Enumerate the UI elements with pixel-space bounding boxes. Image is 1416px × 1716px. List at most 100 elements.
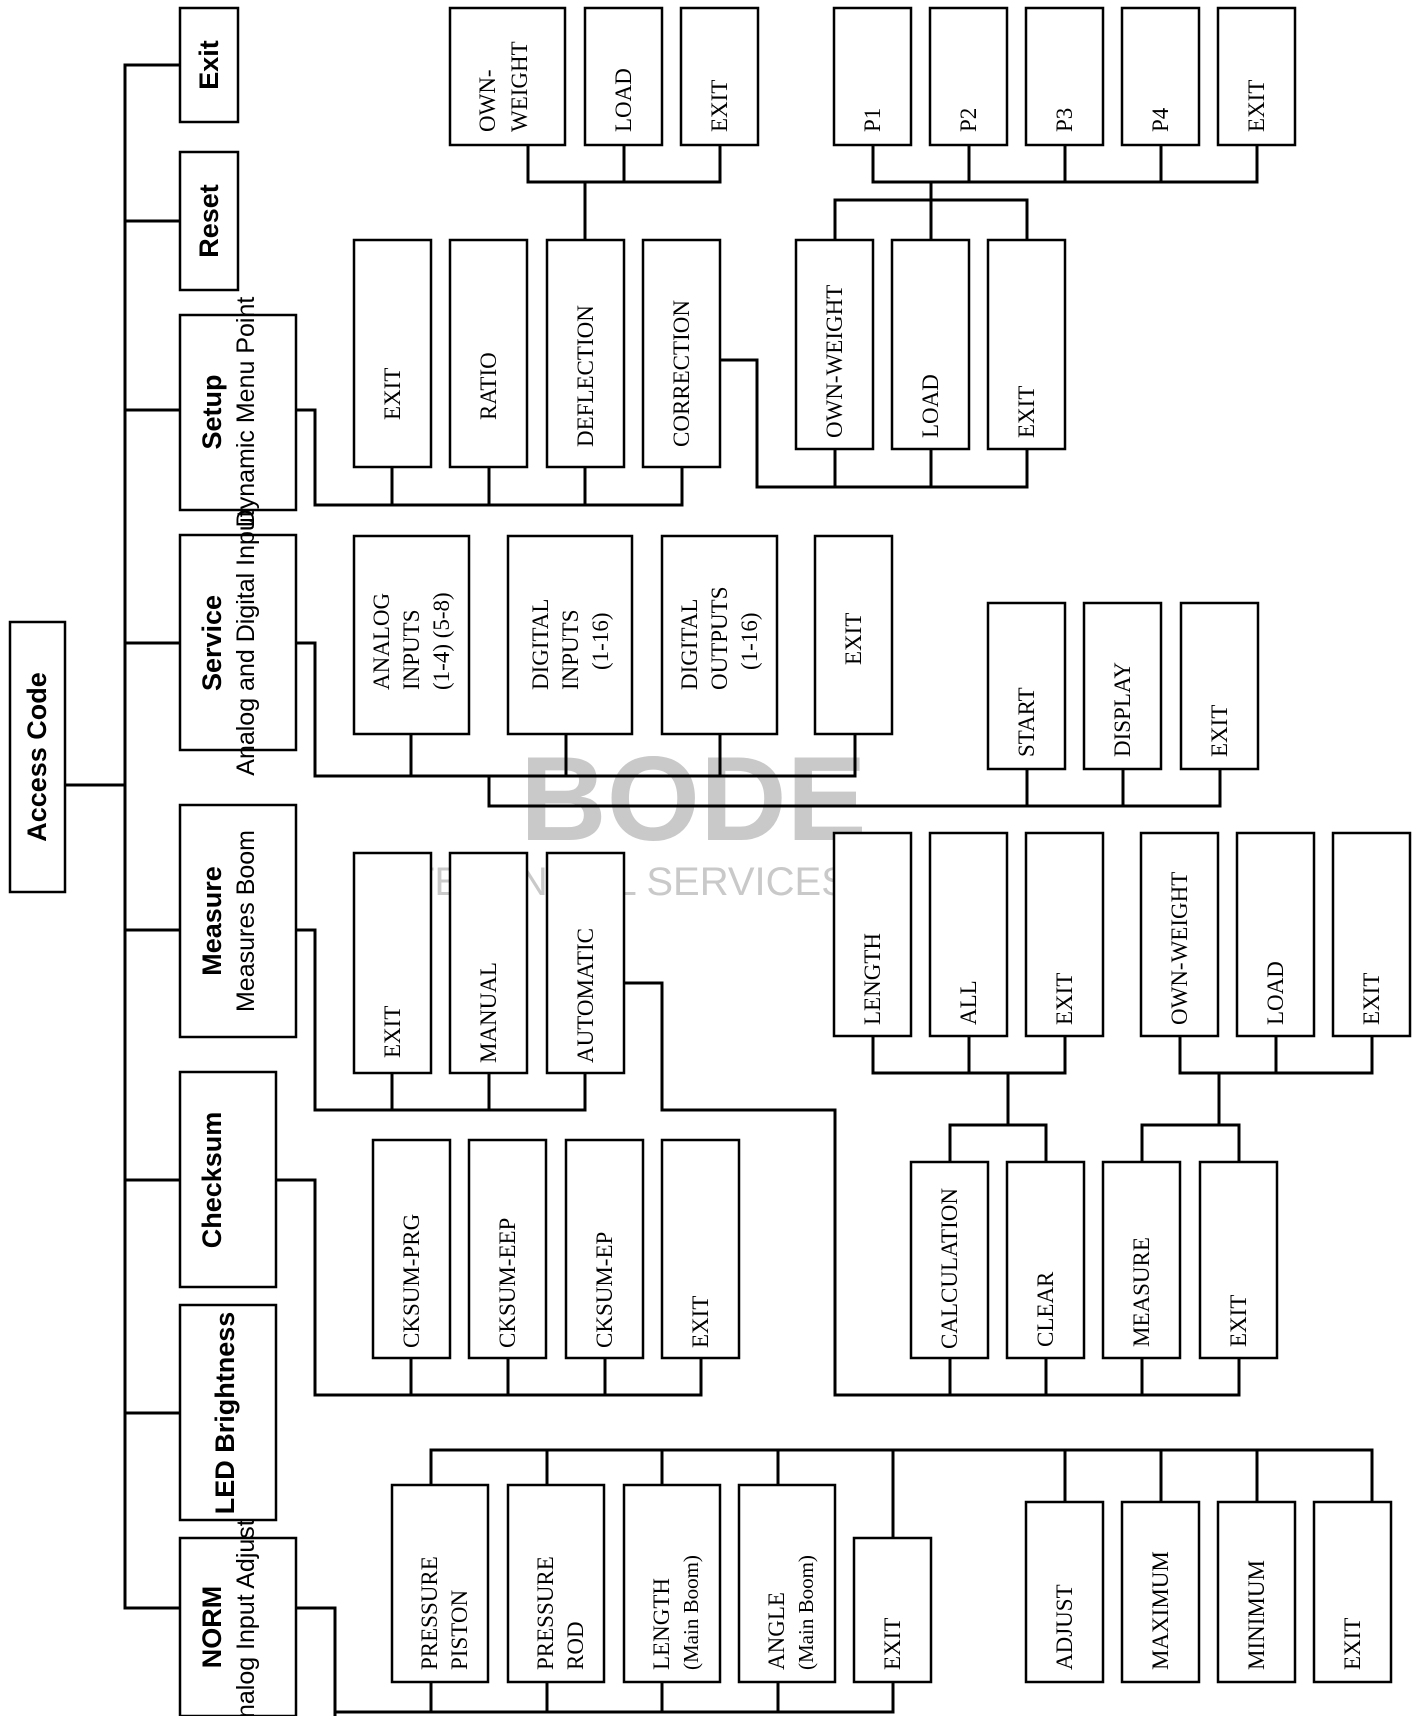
- service-item-analog-inputs[interactable]: ANALOG INPUTS (1-4) (5-8): [354, 536, 469, 734]
- automatic-item-exit[interactable]: EXIT: [1200, 1162, 1277, 1358]
- digital-outputs-line1: DIGITAL: [677, 599, 702, 690]
- svg-text:ADJUST: ADJUST: [1052, 1584, 1077, 1670]
- digital-outputs-line3: (1-16): [737, 613, 762, 670]
- main-menu-title: LED Brightness: [210, 1312, 240, 1515]
- norm-item-exit[interactable]: EXIT: [854, 1538, 931, 1682]
- calculation-item-all[interactable]: ALL: [930, 833, 1007, 1036]
- automatic-item-clear[interactable]: CLEAR: [1007, 1162, 1084, 1358]
- svg-text:CLEAR: CLEAR: [1033, 1271, 1058, 1347]
- service-item-digital-outputs[interactable]: DIGITAL OUTPUTS (1-16): [662, 536, 777, 734]
- main-menu-exit[interactable]: Exit: [180, 8, 238, 122]
- svg-text:EXIT: EXIT: [1052, 973, 1077, 1025]
- adjust-item-maximum[interactable]: MAXIMUM: [1122, 1502, 1199, 1682]
- digital-outputs-line2: OUTPUTS: [707, 586, 732, 690]
- main-menu-setup[interactable]: Setup Dynamic Menu Point: [180, 297, 296, 528]
- svg-text:EXIT: EXIT: [688, 1296, 713, 1348]
- main-menu-subtitle: Dynamic Menu Point: [232, 297, 260, 528]
- main-menu-measure[interactable]: Measure Measures Boom: [180, 805, 296, 1037]
- svg-text:EXIT: EXIT: [1244, 80, 1269, 132]
- measure-item-exit[interactable]: EXIT: [354, 853, 431, 1073]
- main-menu-title: Service: [197, 595, 227, 691]
- svg-text:EXIT: EXIT: [1359, 973, 1384, 1025]
- length-line2: (Main Boom): [679, 1555, 703, 1670]
- analog-item-exit[interactable]: EXIT: [1181, 603, 1258, 769]
- correction-item-exit[interactable]: EXIT: [988, 240, 1065, 449]
- analog-item-display[interactable]: DISPLAY: [1084, 603, 1161, 769]
- svg-text:EXIT: EXIT: [707, 80, 732, 132]
- main-menu-title: Measure: [197, 866, 227, 976]
- main-menu-title: NORM: [197, 1586, 227, 1669]
- norm-item-pressure-rod[interactable]: PRESSURE ROD: [508, 1485, 604, 1682]
- adjust-item-minimum[interactable]: MINIMUM: [1218, 1502, 1295, 1682]
- setup-item-exit[interactable]: EXIT: [354, 240, 431, 467]
- measure-sub-item-own-weight[interactable]: OWN-WEIGHT: [1141, 833, 1218, 1036]
- calculation-item-exit[interactable]: EXIT: [1026, 833, 1103, 1036]
- analog-inputs-line1: ANALOG: [369, 593, 394, 690]
- setup-item-deflection[interactable]: DEFLECTION: [547, 240, 624, 467]
- correction-point-p4[interactable]: P4: [1122, 8, 1199, 145]
- svg-text:EXIT: EXIT: [841, 613, 866, 665]
- main-menu-subtitle: Analog and Digital Input: [232, 510, 260, 776]
- pressure-piston-line1: PRESSURE: [417, 1556, 442, 1670]
- adjust-item-adjust[interactable]: ADJUST: [1026, 1502, 1103, 1682]
- svg-text:MEASURE: MEASURE: [1129, 1237, 1154, 1347]
- deflection-item-load[interactable]: LOAD: [585, 8, 662, 145]
- svg-text:EXIT: EXIT: [1014, 386, 1039, 438]
- main-menu-service[interactable]: Service Analog and Digital Input: [180, 510, 296, 776]
- checksum-item-cksum-eep[interactable]: CKSUM-EEP: [469, 1140, 546, 1358]
- main-menu-checksum[interactable]: Checksum: [180, 1072, 276, 1287]
- deflection-own-weight-line2: WEIGHT: [507, 41, 532, 132]
- correction-item-own-weight[interactable]: OWN-WEIGHT: [796, 240, 873, 449]
- access-code-node[interactable]: Access Code: [10, 622, 65, 892]
- length-line1: LENGTH: [649, 1578, 674, 1670]
- correction-item-load[interactable]: LOAD: [892, 240, 969, 449]
- analog-item-start[interactable]: START: [988, 603, 1065, 769]
- svg-text:P4: P4: [1148, 107, 1173, 132]
- svg-text:CORRECTION: CORRECTION: [669, 300, 694, 447]
- svg-text:CKSUM-EEP: CKSUM-EEP: [495, 1218, 520, 1348]
- watermark-logo-text: BODE: [520, 732, 867, 866]
- setup-item-correction[interactable]: CORRECTION: [643, 240, 720, 467]
- automatic-item-measure[interactable]: MEASURE: [1103, 1162, 1180, 1358]
- svg-text:MINIMUM: MINIMUM: [1244, 1560, 1269, 1670]
- calculation-item-length[interactable]: LENGTH: [834, 833, 911, 1036]
- correction-point-exit[interactable]: EXIT: [1218, 8, 1295, 145]
- checksum-item-cksum-prg[interactable]: CKSUM-PRG: [373, 1140, 450, 1358]
- svg-text:AUTOMATIC: AUTOMATIC: [573, 928, 598, 1063]
- setup-item-ratio[interactable]: RATIO: [450, 240, 527, 467]
- service-item-digital-inputs[interactable]: DIGITAL INPUTS (1-16): [508, 536, 632, 734]
- correction-point-p2[interactable]: P2: [930, 8, 1007, 145]
- norm-item-pressure-piston[interactable]: PRESSURE PISTON: [392, 1485, 488, 1682]
- deflection-item-exit[interactable]: EXIT: [681, 8, 758, 145]
- pressure-piston-line2: PISTON: [447, 1590, 472, 1670]
- norm-item-angle-main-boom[interactable]: ANGLE (Main Boom): [739, 1485, 835, 1682]
- service-item-exit[interactable]: EXIT: [815, 536, 892, 734]
- correction-point-p1[interactable]: P1: [834, 8, 911, 145]
- adjust-item-exit[interactable]: EXIT: [1314, 1502, 1391, 1682]
- svg-text:LENGTH: LENGTH: [860, 933, 885, 1025]
- measure-item-automatic[interactable]: AUTOMATIC: [547, 853, 624, 1073]
- svg-text:CALCULATION: CALCULATION: [937, 1188, 962, 1349]
- svg-text:LOAD: LOAD: [1263, 961, 1288, 1025]
- main-menu-led-brightness[interactable]: LED Brightness: [180, 1305, 276, 1520]
- measure-sub-item-exit[interactable]: EXIT: [1333, 833, 1410, 1036]
- checksum-item-cksum-ep[interactable]: CKSUM-EP: [566, 1140, 643, 1358]
- main-menu-title: Setup: [197, 374, 227, 449]
- norm-item-length-main-boom[interactable]: LENGTH (Main Boom): [624, 1485, 720, 1682]
- measure-sub-item-load[interactable]: LOAD: [1237, 833, 1314, 1036]
- svg-text:START: START: [1014, 687, 1039, 757]
- deflection-item-own-weight[interactable]: OWN- WEIGHT: [450, 8, 565, 145]
- access-code-label: Access Code: [22, 672, 52, 842]
- main-menu-reset[interactable]: Reset: [180, 152, 238, 290]
- digital-inputs-line2: INPUTS: [558, 609, 583, 690]
- svg-text:CKSUM-EP: CKSUM-EP: [592, 1232, 617, 1348]
- main-menu-norm[interactable]: NORM Analog Input Adjust: [180, 1519, 296, 1716]
- checksum-item-exit[interactable]: EXIT: [662, 1140, 739, 1358]
- svg-text:OWN-WEIGHT: OWN-WEIGHT: [1167, 872, 1192, 1025]
- measure-item-manual[interactable]: MANUAL: [450, 853, 527, 1073]
- automatic-item-calculation[interactable]: CALCULATION: [911, 1162, 988, 1358]
- correction-point-p3[interactable]: P3: [1026, 8, 1103, 145]
- digital-inputs-line1: DIGITAL: [528, 599, 553, 690]
- svg-text:EXIT: EXIT: [1340, 1618, 1365, 1670]
